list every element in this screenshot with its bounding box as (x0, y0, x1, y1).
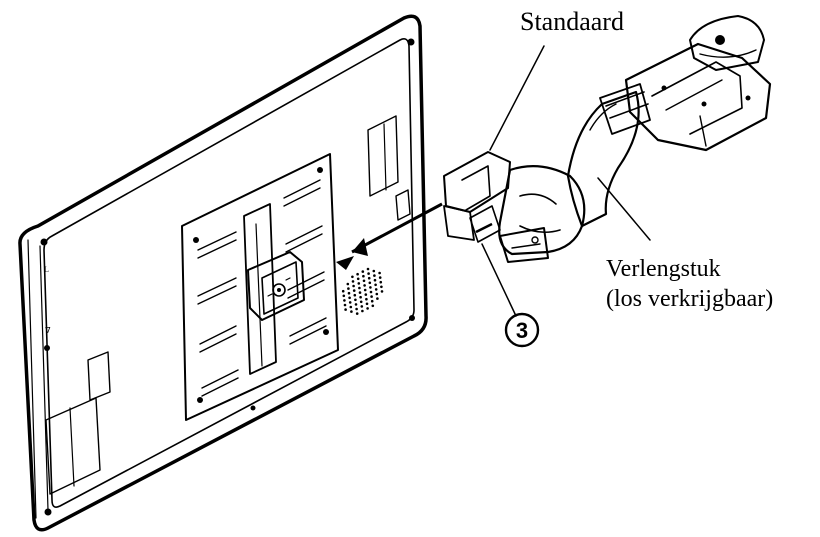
grille-dot (349, 305, 353, 309)
grille-dot (370, 295, 373, 298)
grille-dot (369, 286, 372, 289)
grille-dot (367, 276, 371, 280)
grille-dot (369, 290, 373, 294)
grille-dot (358, 286, 361, 290)
grille-dot (359, 295, 362, 299)
svg-text:L: L (44, 265, 49, 274)
grille-dot (366, 267, 370, 271)
grille-dot (364, 293, 368, 296)
grille-dot (356, 277, 360, 281)
circled-number-icon: 3 (504, 312, 540, 348)
grille-dot (350, 310, 353, 313)
label-extension-line1: Verlengstuk (606, 256, 721, 282)
grille-dot (352, 289, 356, 292)
grille-dot (356, 272, 359, 276)
grille-dot (379, 280, 383, 284)
grille-dot (351, 275, 354, 279)
grille-dot (363, 284, 366, 287)
grille-dot (351, 280, 355, 283)
grille-dot (376, 297, 379, 300)
grille-dot (354, 298, 357, 302)
label-extension-line2: (los verkrijgbaar) (606, 286, 773, 312)
plate-slots (197, 179, 327, 397)
monitor-back: L ∇ (18, 14, 428, 532)
grille-dot (353, 293, 357, 297)
grille-dot (362, 274, 365, 278)
grille-dot (374, 288, 378, 291)
grille-dot (372, 269, 376, 273)
grille-dot (365, 297, 368, 301)
svg-text:∇: ∇ (45, 326, 51, 335)
grille-dot (347, 291, 351, 295)
grille-dot (343, 299, 346, 302)
grille-dot (359, 300, 363, 304)
grille-dot (355, 312, 359, 315)
speaker-grille (341, 267, 384, 315)
grille-dot (370, 299, 374, 303)
grille-dot (343, 303, 347, 307)
grille-dot (363, 288, 367, 292)
grille-dot (348, 301, 352, 304)
grille-dot (366, 307, 369, 310)
grille-dot (361, 270, 365, 273)
arrow-left-icon (336, 202, 443, 270)
grille-dot (378, 276, 382, 279)
grille-dot (361, 309, 364, 313)
grille-dot (380, 285, 383, 289)
grille-dot (371, 304, 375, 308)
grille-dot (380, 290, 384, 293)
grille-dot (367, 272, 370, 275)
grille-dot (342, 294, 346, 298)
grille-dot (347, 287, 350, 290)
grille-dot (362, 279, 366, 283)
grille-dot (368, 281, 372, 285)
step-number: 3 (516, 318, 528, 343)
grille-dot (346, 282, 350, 286)
screw-icon (40, 38, 415, 516)
grille-dot (360, 305, 364, 308)
grille-dot (378, 271, 381, 275)
grille-dot (354, 303, 358, 306)
grille-dot (357, 282, 361, 285)
grille-dot (374, 283, 377, 287)
grille-dot (344, 308, 347, 311)
leader-lines (481, 45, 651, 317)
label-stand: Standaard (520, 7, 624, 36)
grille-dot (375, 292, 379, 296)
grille-dot (352, 284, 355, 288)
grille-dot (341, 289, 345, 293)
grille-dot (373, 278, 377, 282)
grille-dot (355, 307, 358, 311)
grille-dot (348, 296, 351, 300)
extension-piece (498, 15, 772, 263)
grille-dot (373, 274, 376, 277)
grille-dot (365, 302, 369, 306)
bracket-clip (247, 251, 305, 321)
grille-dot (358, 291, 362, 294)
mounting-plate (181, 153, 339, 421)
